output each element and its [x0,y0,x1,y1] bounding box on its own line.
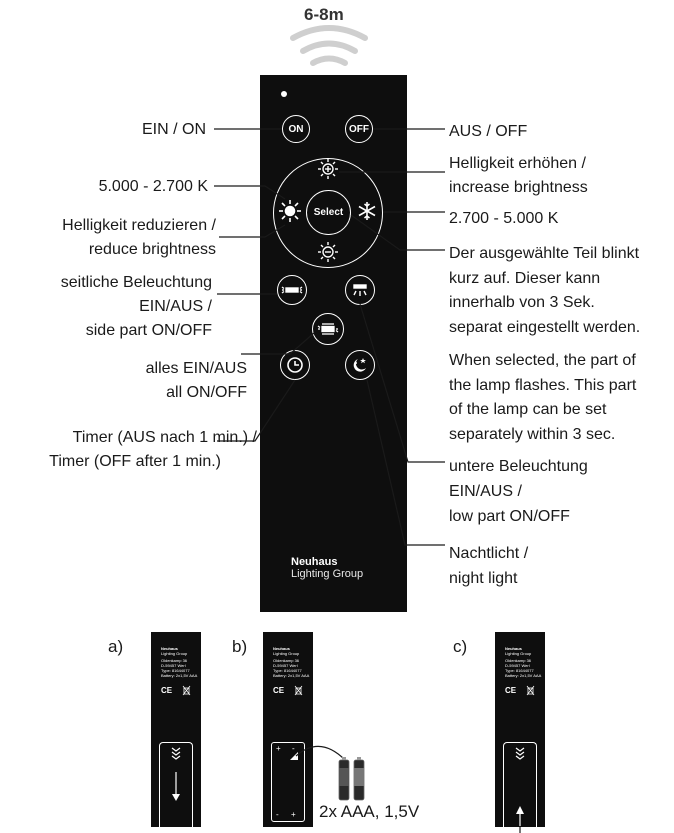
sun-plus-icon [318,159,338,179]
callout-night-1: Nachtlicht / [449,545,529,562]
brand-sub: Lighting Group [291,568,364,580]
ce-mark: CE [161,686,173,695]
callout-select-de-4: separat eingestellt werden. [449,319,641,336]
step-c-label: c) [453,637,468,656]
slide-up-icon [515,747,525,760]
svg-text:-: - [292,744,295,753]
callout-ein-on: EIN / ON [141,121,206,138]
callout-low-3: low part ON/OFF [449,508,570,525]
callout-brighter-1: Helligkeit erhöhen / [449,155,586,172]
side-light-icon [281,286,303,294]
battery-spec: 2x AAA, 1,5V [319,802,420,821]
weee-bin-icon [182,685,535,696]
arrow-icon [516,806,524,814]
callout-select-en-2: the lamp flashes. This part [449,377,637,394]
night-light-button[interactable] [345,350,375,380]
control-ring [273,158,383,268]
callout-aus-off: AUS / OFF [449,123,528,140]
select-button[interactable]: Select [306,190,351,235]
callout-dimmer-1: Helligkeit reduzieren / [62,217,216,234]
brand-name: Neuhaus [291,556,338,568]
callout-select-en-3: of the lamp can be set [449,401,607,418]
callout-timer-1: Timer (AUS nach 1 min.) / [72,429,257,446]
led-indicator [281,91,287,97]
slide-down-icon [171,747,181,797]
callout-select-en-1: When selected, the part of [449,352,636,369]
arrow-icon [172,794,180,801]
callout-side-1: seitliche Beleuchtung [60,274,212,291]
callout-brighter-2: increase brightness [449,179,588,196]
callout-low-1: untere Beleuchtung [449,458,588,475]
callout-select-de-1: Der ausgewählte Teil blinkt [449,245,640,262]
callout-night-2: night light [449,570,518,587]
svg-text:-: - [276,810,279,819]
moon-stars-icon [353,358,366,372]
remote-back-b: Neuhaus Lighting Group Oldenkamp 36 D-59… [263,632,313,827]
callout-cct-cold: 2.700 - 5.000 K [449,210,559,227]
on-button[interactable]: ON [282,115,310,143]
callout-select-de-2: kurz auf. Dieser kann [449,270,601,287]
callout-select-en-4: separately within 3 sec. [449,426,616,443]
battery-compartment [271,742,305,822]
callout-low-2: EIN/AUS / [449,483,522,500]
callout-all-2: all ON/OFF [166,384,247,401]
callout-select-de-3: innerhalb von 3 Sek. [449,294,595,311]
step-a-label: a) [108,637,124,656]
battery-icon [338,757,365,801]
side-light-button[interactable] [277,275,307,305]
all-light-icon [317,323,339,335]
remote-back-c: Neuhaus Lighting Group Oldenkamp 36 D-59… [495,632,545,827]
svg-text:+: + [276,744,281,753]
step-b-label: b) [232,637,248,656]
callout-dimmer-2: reduce brightness [88,241,216,258]
callout-cct-warm: 5.000 - 2.700 K [98,178,208,195]
battery-cover [503,742,537,827]
range-label: 6-8m [304,5,344,24]
sun-icon [279,200,301,222]
battery-cover [159,742,193,827]
all-light-button[interactable] [312,313,344,345]
snowflake-icon [358,202,376,220]
callout-all-1: alles EIN/AUS [145,360,247,377]
callout-timer-2: Timer (OFF after 1 min.) [49,453,221,470]
clock-icon [287,357,303,373]
timer-button[interactable] [280,350,310,380]
off-button[interactable]: OFF [345,115,373,143]
sun-minus-icon [318,242,338,262]
callout-side-3: side part ON/OFF [85,322,212,339]
arrow-icon [290,752,298,760]
svg-text:+: + [291,810,296,819]
low-light-icon [353,284,367,296]
callout-side-2: EIN/AUS / [139,298,212,315]
